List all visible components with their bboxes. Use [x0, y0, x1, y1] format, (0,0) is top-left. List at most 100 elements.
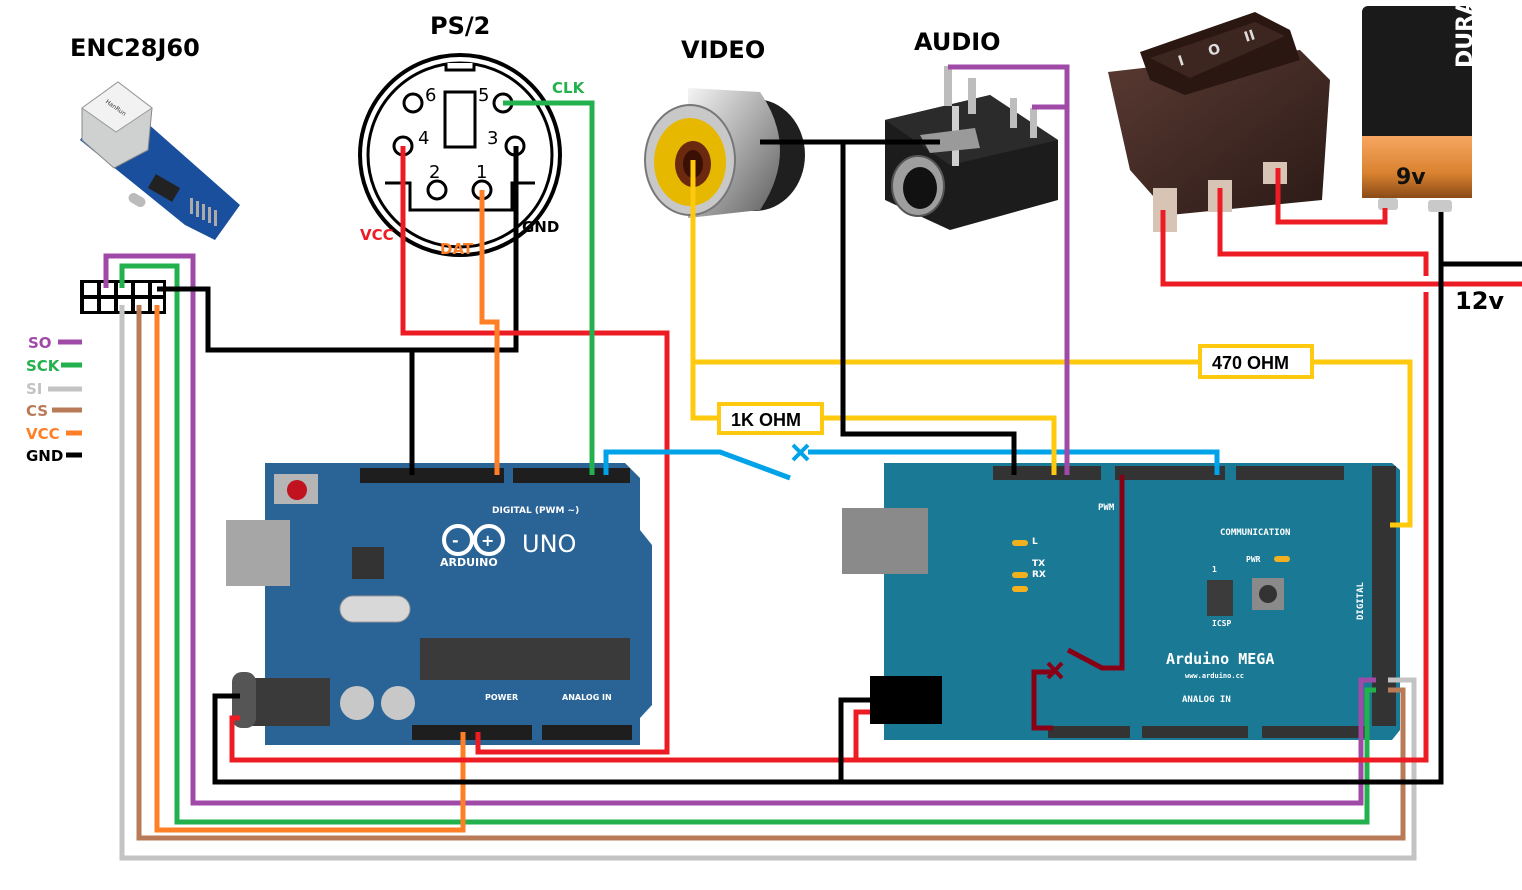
mega-led-pwr: [1274, 556, 1290, 562]
legend: SO SCK SI CS VCC GND: [26, 334, 82, 465]
wire-av-gnd: [840, 142, 1017, 475]
battery-terminal-negative: [1428, 200, 1452, 212]
mega-header-analog-1: [1142, 726, 1248, 738]
mega-pwm-label: PWM: [1098, 503, 1115, 513]
wire-ps2-clk: [503, 100, 595, 475]
wire-switch-1: [1160, 210, 1522, 287]
enc28j60-chip: [147, 174, 181, 202]
mega-led-l-label: L: [1032, 537, 1038, 547]
mega-url-text: www.arduino.cc: [1185, 672, 1244, 680]
ps2-clk-label: CLK: [552, 79, 586, 97]
wire-mega-reset: [1066, 475, 1125, 671]
arduino-infinity-logo: -+: [442, 524, 505, 556]
mega-communication-label: COMMUNICATION: [1220, 528, 1290, 538]
svg-text:SO: SO: [28, 334, 52, 352]
wire-enc-si: [119, 305, 1417, 861]
wires: [103, 64, 1522, 861]
resistor-470: 470 OHM: [1198, 344, 1314, 379]
wire-ps2-vcc: [400, 146, 670, 755]
uno-power-label: POWER: [485, 693, 518, 702]
arduino-uno: ARDUINO UNO DIGITAL (PWM ~) POWER ANALOG…: [226, 463, 652, 745]
ps2-pin-2: [426, 179, 448, 201]
battery-brand: DURACELL: [1453, 0, 1478, 68]
mega-header-pwm: [993, 466, 1101, 480]
wire-uno-tx-switch: [603, 449, 791, 481]
switch-terminal-3: [1263, 162, 1287, 184]
wire-switch-2: [1217, 188, 1429, 276]
mega-header-power: [1048, 726, 1130, 738]
video-rca-jack: [644, 88, 805, 218]
legend-item-si: SI: [26, 380, 82, 398]
mega-led-tx-label: TX: [1032, 559, 1045, 569]
audio-title: AUDIO: [914, 28, 1001, 56]
arduino-mega: Arduino MEGA www.arduino.cc PWM COMMUNIC…: [842, 463, 1400, 740]
legend-item-gnd: GND: [26, 447, 82, 465]
ps2-title: PS/2: [430, 12, 490, 40]
wire-mega-rx0: [808, 449, 1220, 475]
uno-digital-label: DIGITAL (PWM ~): [492, 506, 579, 516]
wire-enc-cs: [136, 305, 1406, 841]
svg-text:470 OHM: 470 OHM: [1212, 353, 1289, 373]
ps2-dat-label: DAT: [440, 240, 474, 258]
uno-header-analog: [542, 725, 632, 740]
wire-enc-gnd: [157, 146, 519, 353]
svg-text:VCC: VCC: [26, 425, 60, 443]
video-title: VIDEO: [681, 36, 765, 64]
mega-led-tx: [1012, 572, 1028, 578]
uno-logo-text: ARDUINO: [440, 556, 498, 569]
wire-power-red: [229, 292, 1429, 763]
svg-text:CS: CS: [26, 402, 48, 420]
mega-pwr-label: PWR: [1246, 555, 1261, 564]
mega-icsp-pin1: 1: [1212, 565, 1217, 574]
mega-header-digital-low: [1115, 466, 1225, 480]
mega-led-rx: [1012, 586, 1028, 592]
ps2-pin-6: [402, 92, 424, 114]
uno-analog-label: ANALOG IN: [562, 693, 612, 702]
ps2-connector: 6 5 4 3 2 1 CLK VCC DAT GND: [358, 53, 586, 258]
audio-jack: [885, 66, 1058, 230]
wire-video-1k: [690, 362, 720, 421]
ps2-label-4: 4: [418, 128, 429, 149]
mega-header-communication: [1236, 466, 1344, 480]
legend-item-vcc: VCC: [26, 425, 82, 443]
wire-video-1k-out: [822, 415, 1057, 475]
wire-battery-gnd-mega: [838, 697, 870, 782]
12v-label: 12v: [1455, 287, 1504, 315]
legend-item-so: SO: [28, 334, 82, 352]
mega-header-analog-2: [1262, 726, 1368, 738]
uno-atmega-chip: [420, 638, 630, 680]
svg-text:SI: SI: [26, 380, 42, 398]
wire-enc-sck: [119, 263, 1376, 825]
resistor-1k: 1K OHM: [717, 402, 824, 435]
wire-audio-signal: [948, 64, 1070, 475]
wire-battery-gnd: [212, 212, 1444, 785]
ps2-label-2: 2: [429, 162, 440, 183]
battery-voltage: 9v: [1396, 165, 1426, 190]
ps2-gnd-label: GND: [522, 218, 559, 236]
enc28j60-title: ENC28J60: [70, 34, 200, 62]
rocker-switch: I O II: [1108, 12, 1330, 232]
wire-mega-reset-2: [1031, 669, 1055, 731]
switch-mark-i: I: [1176, 53, 1186, 70]
wire-switch-3: [1275, 168, 1388, 225]
switch-mark-o: O: [1206, 41, 1222, 60]
wire-video-470: [1312, 359, 1413, 528]
mega-icsp-label: ICSP: [1212, 619, 1231, 628]
mega-header-digital-right: [1372, 466, 1396, 726]
mega-led-l: [1012, 540, 1028, 546]
wire-ps2-dat: [479, 190, 500, 475]
svg-text:SCK: SCK: [26, 357, 61, 375]
svg-text:1K OHM: 1K OHM: [731, 410, 801, 430]
uno-header-top-right: [513, 468, 630, 483]
ps2-vcc-label: VCC: [360, 226, 394, 244]
svg-text:-: -: [452, 531, 459, 550]
uno-model-text: UNO: [522, 530, 576, 558]
switch-mark-ii: II: [1242, 27, 1257, 45]
ps2-label-5: 5: [478, 85, 489, 106]
legend-item-sck: SCK: [26, 357, 82, 375]
mega-icsp: [1207, 580, 1233, 616]
ps2-label-6: 6: [425, 85, 436, 106]
mega-digital-label: DIGITAL: [1356, 581, 1366, 620]
ps2-label-1: 1: [476, 162, 487, 183]
